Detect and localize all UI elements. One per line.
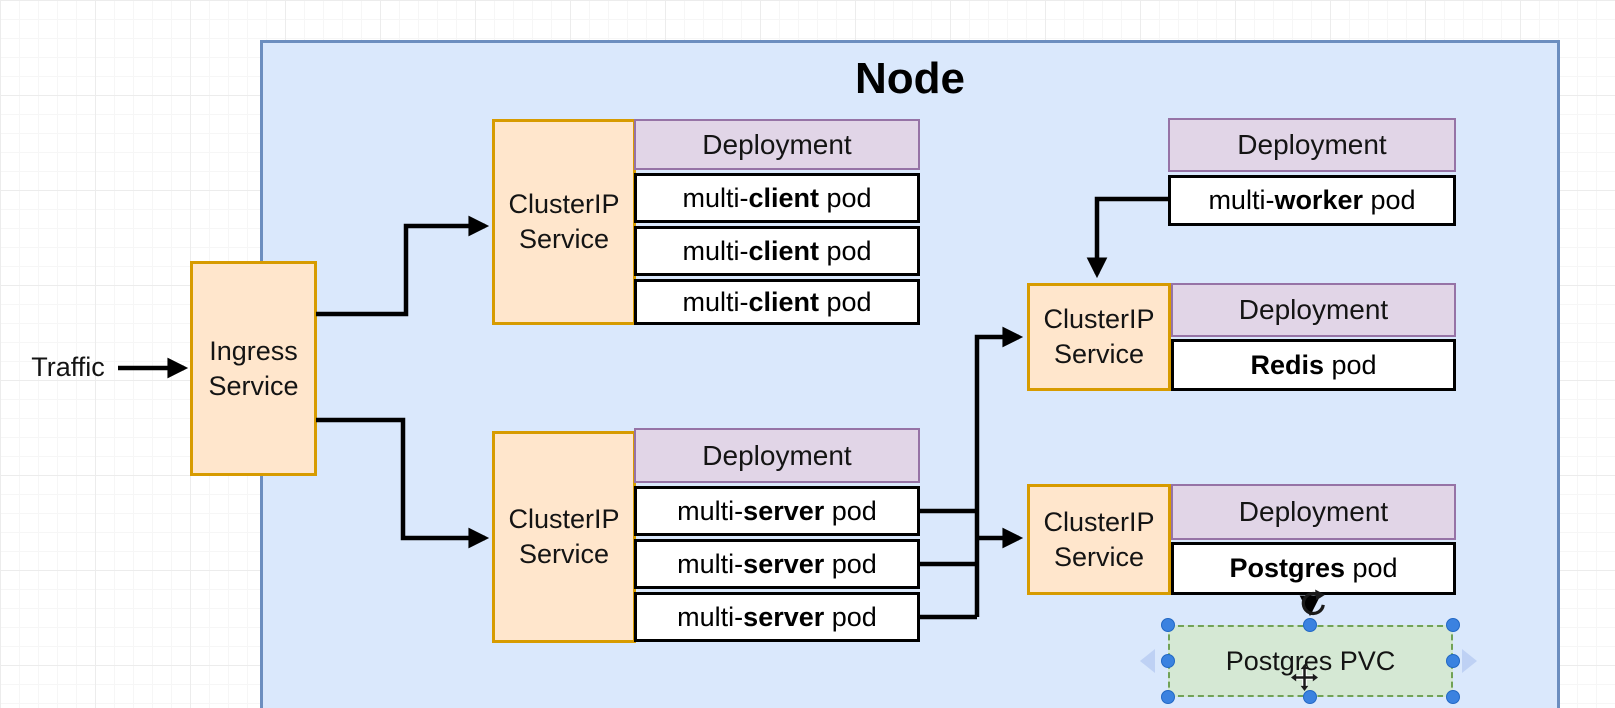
rotate-cursor-icon — [1301, 589, 1326, 615]
pod-label-name: server — [743, 548, 825, 579]
selection-handle-bottom-middle[interactable] — [1303, 690, 1317, 704]
deployment-client-label: Deployment — [702, 128, 852, 160]
clusterip-client-line1: ClusterIP — [508, 189, 620, 219]
pod-label: multi-worker pod — [1208, 185, 1415, 216]
clusterip-client-line2: Service — [518, 224, 610, 254]
ingress-label-line1: Ingress — [209, 335, 298, 366]
pod-multi-server-2[interactable]: multi-server pod — [634, 539, 920, 589]
pod-label-name: worker — [1274, 185, 1363, 215]
edge-ingress-to-client-service[interactable] — [316, 215, 490, 317]
selection-handle-top-right[interactable] — [1446, 618, 1460, 632]
selection-handle-bottom-left[interactable] — [1161, 690, 1175, 704]
deployment-worker-label: Deployment — [1237, 129, 1387, 160]
clusterip-postgres-line1: ClusterIP — [1043, 506, 1155, 537]
clusterip-service-redis[interactable]: ClusterIP Service — [1027, 283, 1171, 391]
pod-label-prefix: multi- — [677, 601, 744, 632]
pod-label-suffix: pod — [824, 495, 877, 526]
pod-label: multi-server pod — [677, 549, 877, 580]
ingress-service-box[interactable]: Ingress Service — [190, 261, 317, 476]
direction-arrow-right[interactable] — [1462, 649, 1477, 673]
node-title: Node — [855, 54, 965, 103]
pod-label: multi-server pod — [677, 496, 877, 527]
pod-multi-worker[interactable]: multi-worker pod — [1168, 175, 1456, 226]
deployment-header-server[interactable]: Deployment — [634, 428, 920, 483]
pod-label-prefix: multi- — [677, 495, 744, 526]
pod-multi-client-3[interactable]: multi-client pod — [634, 279, 920, 325]
pod-multi-client-1[interactable]: multi-client pod — [634, 173, 920, 223]
traffic-label: Traffic — [31, 352, 105, 382]
selection-handle-top-middle[interactable] — [1303, 618, 1317, 632]
pod-label-suffix: pod — [824, 548, 877, 579]
clusterip-server-line1: ClusterIP — [508, 504, 620, 534]
clusterip-server-line2: Service — [518, 539, 610, 569]
pod-label: multi-client pod — [682, 236, 871, 267]
pod-label-prefix: multi- — [682, 235, 749, 266]
selection-handle-bottom-right[interactable] — [1446, 690, 1460, 704]
pod-label-name: Postgres — [1229, 553, 1345, 583]
selection-handle-top-left[interactable] — [1161, 618, 1175, 632]
pod-label-name: server — [743, 601, 825, 632]
direction-arrow-left[interactable] — [1140, 649, 1155, 673]
deployment-header-redis[interactable]: Deployment — [1171, 283, 1456, 337]
pod-label-suffix: pod — [1344, 553, 1398, 583]
pod-label-suffix: pod — [1362, 185, 1416, 215]
pod-label-suffix: pod — [818, 286, 872, 317]
pod-label-name: Redis — [1250, 349, 1324, 380]
pvc-label: Postgres PVC — [1225, 645, 1396, 676]
pod-label: multi-client pod — [682, 183, 871, 214]
clusterip-postgres-line2: Service — [1053, 541, 1145, 572]
edge-worker-to-redis-service[interactable] — [1086, 196, 1168, 279]
clusterip-service-client[interactable]: ClusterIP Service — [492, 119, 636, 325]
pod-label-name: client — [748, 286, 819, 317]
pod-label-suffix: pod — [1323, 349, 1377, 380]
deployment-header-client[interactable]: Deployment — [634, 119, 920, 170]
pod-redis[interactable]: Redis pod — [1171, 339, 1456, 391]
pod-label-suffix: pod — [818, 235, 872, 266]
move-cursor-icon — [1291, 664, 1318, 691]
pod-multi-server-3[interactable]: multi-server pod — [634, 592, 920, 642]
pod-label-name: client — [748, 235, 819, 266]
pod-multi-server-1[interactable]: multi-server pod — [634, 486, 920, 536]
deployment-server-label: Deployment — [702, 439, 852, 471]
pod-label: Postgres pod — [1229, 553, 1397, 584]
clusterip-service-server[interactable]: ClusterIP Service — [492, 431, 636, 643]
edge-ingress-to-server-service[interactable] — [316, 417, 490, 549]
clusterip-redis-line1: ClusterIP — [1043, 304, 1155, 334]
pod-label-prefix: multi- — [682, 182, 749, 213]
pod-label-suffix: pod — [824, 601, 877, 632]
deployment-postgres-label: Deployment — [1238, 496, 1389, 527]
pod-label-prefix: multi- — [682, 286, 749, 317]
deployment-redis-label: Deployment — [1238, 294, 1389, 325]
pod-label-name: server — [743, 495, 825, 526]
deployment-header-postgres[interactable]: Deployment — [1171, 484, 1456, 540]
pod-label-suffix: pod — [818, 182, 872, 213]
selection-handle-middle-left[interactable] — [1161, 654, 1175, 668]
selection-handle-middle-right[interactable] — [1446, 654, 1460, 668]
pod-label: multi-client pod — [682, 287, 871, 318]
pod-label: Redis pod — [1250, 350, 1376, 381]
pod-label-prefix: multi- — [677, 548, 744, 579]
edge-servers-to-redis-service[interactable] — [974, 326, 1024, 617]
deployment-header-worker[interactable]: Deployment — [1168, 118, 1456, 172]
pod-label-prefix: multi- — [1208, 185, 1275, 215]
clusterip-redis-line2: Service — [1053, 339, 1145, 369]
pod-multi-client-2[interactable]: multi-client pod — [634, 226, 920, 276]
pod-label-name: client — [748, 182, 819, 213]
ingress-label-line2: Service — [208, 370, 299, 401]
pod-label: multi-server pod — [677, 602, 877, 633]
clusterip-service-postgres[interactable]: ClusterIP Service — [1027, 484, 1171, 595]
